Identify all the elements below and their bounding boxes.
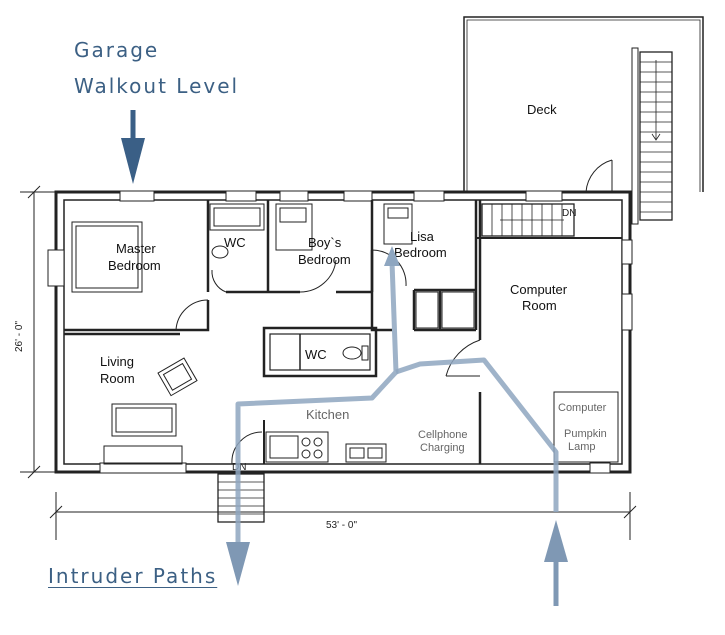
label-cellphone-line1: Cellphone [418, 429, 468, 441]
room-label-computer-line2: Room [522, 298, 557, 313]
intruder-path-entry [395, 357, 559, 512]
arrowhead-lisa-up [384, 246, 400, 266]
garage-arrow [121, 110, 145, 184]
label-computer-small: Computer [558, 402, 607, 414]
room-label-kitchen: Kitchen [306, 407, 349, 422]
annotation-walkout-level: Walkout Level [74, 74, 240, 98]
room-label-lisa-line1: Lisa [410, 229, 435, 244]
room-label-deck: Deck [527, 102, 557, 117]
label-pumpkin-line1: Pumpkin [564, 428, 607, 440]
annotation-garage: Garage [74, 38, 160, 62]
dimension-lines [20, 185, 637, 540]
dimension-width: 53' - 0" [326, 520, 357, 531]
stairs-dn-top: DN [562, 208, 576, 219]
room-label-boys-line2: Bedroom [298, 252, 351, 267]
annotation-intruder-paths: Intruder Paths [48, 564, 218, 588]
intruder-path-exit [235, 261, 399, 542]
deck [463, 16, 704, 192]
dimension-depth: 26' - 0" [14, 321, 25, 352]
interior-walls [64, 200, 622, 464]
arrowhead-exit-down [226, 542, 250, 586]
room-label-master-line2: Bedroom [108, 258, 161, 273]
door-swings [175, 159, 613, 465]
room-label-computer-line1: Computer [510, 282, 568, 297]
fixtures [71, 203, 619, 465]
room-label-wc-master: WC [224, 235, 246, 250]
intruder-paths [235, 261, 559, 542]
room-label-wc-hall: WC [305, 347, 327, 362]
deck-stairs [631, 47, 673, 225]
intruder-arrowheads [226, 246, 568, 606]
room-label-living-line1: Living [100, 354, 134, 369]
interior-stairs [481, 203, 575, 237]
room-label-lisa-line2: Bedroom [394, 245, 447, 260]
room-label-boys-line1: Boy`s [308, 235, 342, 250]
exterior-steps [217, 473, 265, 523]
room-label-master-line1: Master [116, 241, 156, 256]
label-pumpkin-line2: Lamp [568, 441, 596, 453]
arrowhead-entry-up [544, 520, 568, 562]
exterior-walls [47, 190, 633, 474]
label-cellphone-line2: Charging [420, 442, 465, 454]
room-label-living-line2: Room [100, 371, 135, 386]
